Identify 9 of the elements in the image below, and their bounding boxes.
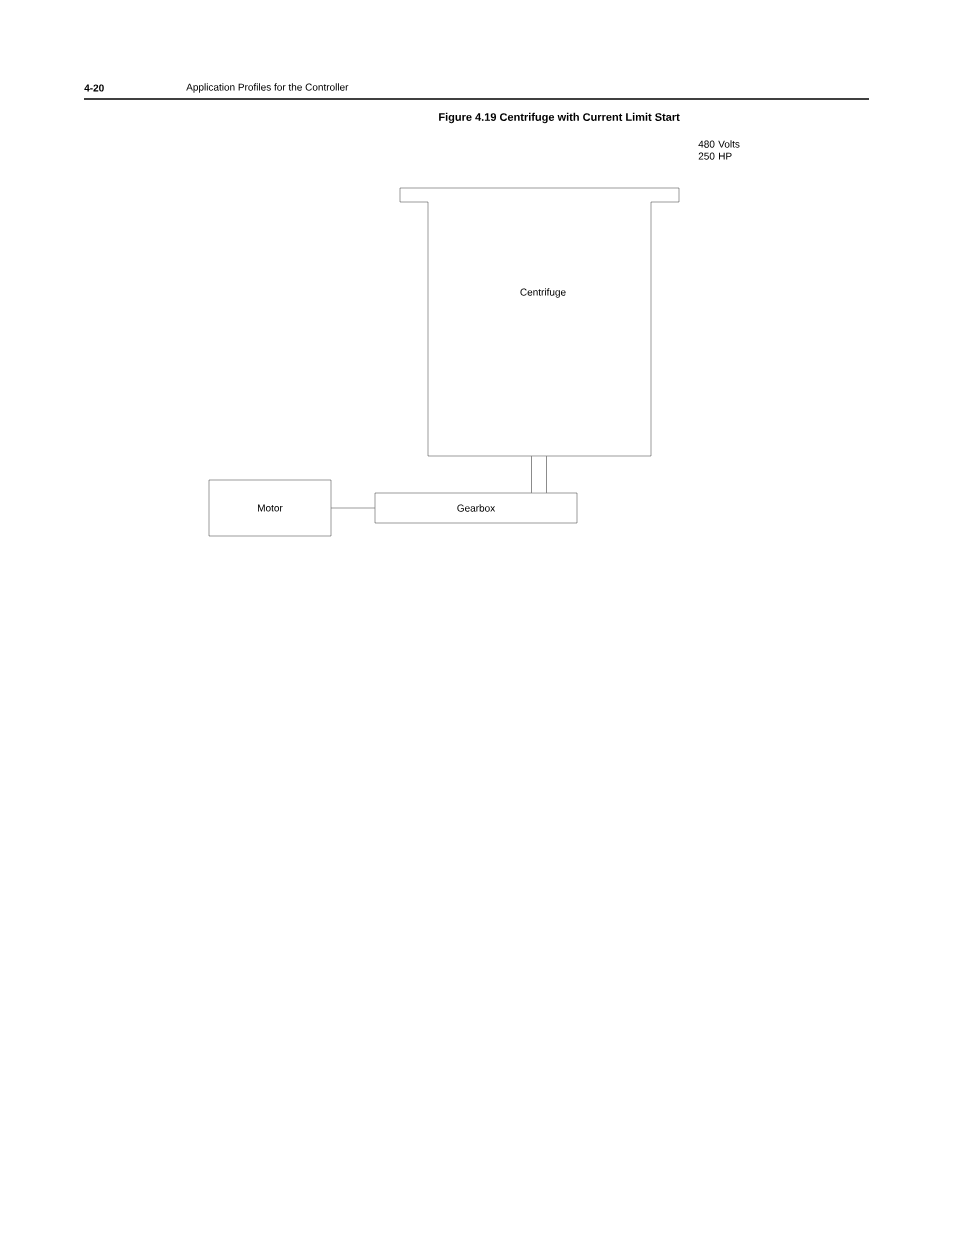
centrifuge-drawing: Centrifuge — [399, 187, 680, 457]
motor-box: Motor — [208, 479, 332, 537]
gearbox-box: Gearbox — [374, 492, 578, 524]
page-number: 4-20 — [84, 84, 104, 92]
motor-rating: 480 Volts 250 HP — [698, 140, 740, 160]
shaft — [531, 456, 547, 493]
figure-title: Figure 4.19 Centrifuge with Current Limit Start — [439, 112, 680, 124]
running-header: Application Profiles for the Controller — [186, 83, 349, 93]
connecting-line — [331, 507, 375, 509]
